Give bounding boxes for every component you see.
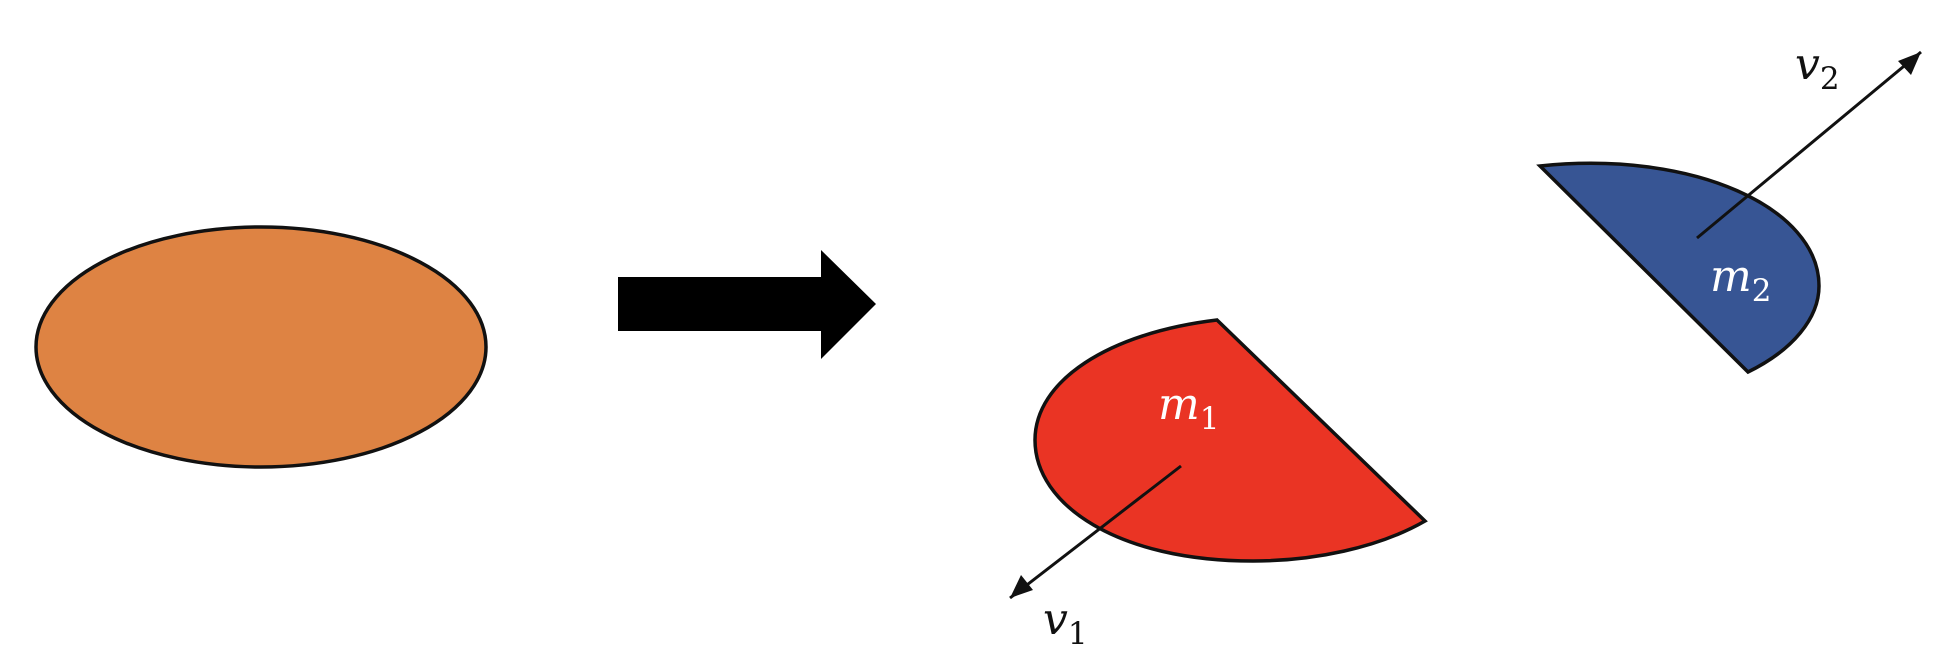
label-v2-base: v <box>1795 39 1820 90</box>
velocity-v2-arrowhead-icon <box>1898 52 1921 75</box>
label-v2: v2 <box>1795 39 1840 97</box>
fragment-1-shape <box>1033 318 1428 563</box>
velocity-vector-v2 <box>1696 50 1922 240</box>
label-m1-sub: 1 <box>1200 401 1220 437</box>
label-m2-base: m <box>1710 251 1752 302</box>
label-v2-sub: 2 <box>1820 61 1840 97</box>
label-v1-base: v <box>1043 594 1068 645</box>
label-m2: m2 <box>1710 251 1771 309</box>
label-m2-sub: 2 <box>1752 273 1772 309</box>
fragment-2-shape <box>1536 161 1821 375</box>
velocity-vector-v1 <box>1009 464 1182 600</box>
whole-body-ellipse <box>34 225 488 469</box>
velocity-v1-arrowhead-icon <box>1010 575 1033 598</box>
label-m1: m1 <box>1158 379 1219 437</box>
label-v1-sub: 1 <box>1068 616 1088 652</box>
label-m1-base: m <box>1158 379 1200 430</box>
transition-arrow-icon <box>618 250 876 359</box>
label-v1: v1 <box>1043 594 1088 652</box>
